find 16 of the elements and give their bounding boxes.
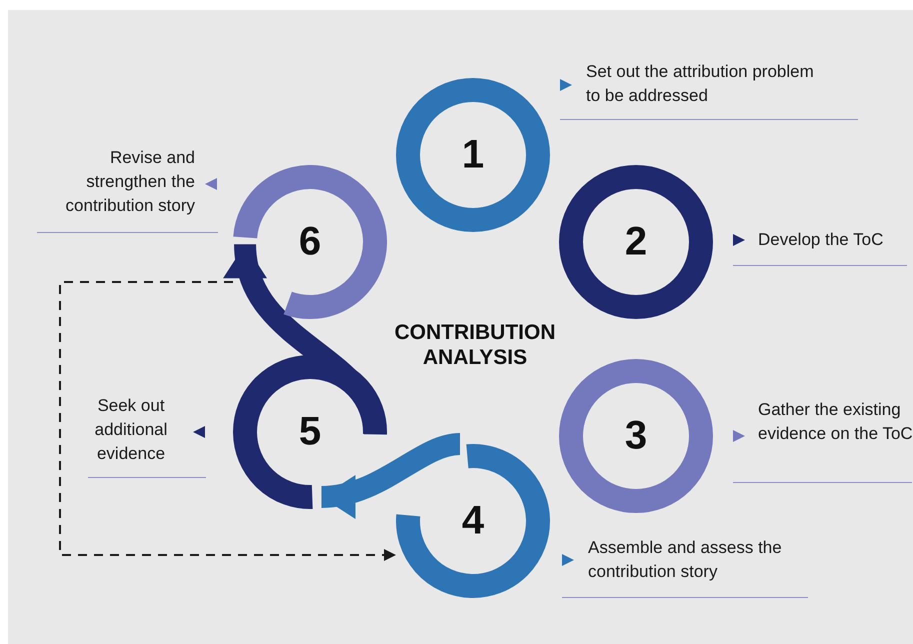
step-ring: [396, 78, 550, 232]
step-ring: [396, 444, 550, 598]
step-number: 2: [624, 220, 648, 264]
step-description: Set out the attribution problem to be addressed: [586, 61, 815, 107]
curved-arrow: [320, 433, 462, 517]
step-description: Seek out additional evidence: [94, 395, 168, 465]
diagram-title: CONTRIBUTION ANALYSIS: [394, 320, 556, 370]
step-number: 4: [462, 498, 484, 544]
step-description: Develop the ToC: [758, 229, 884, 251]
step-number: 1: [462, 132, 484, 178]
step-ring: [559, 359, 713, 513]
step-description: Assemble and assess the contribution story: [588, 537, 783, 583]
step-description: Revise and strengthen the contribution story: [64, 147, 195, 217]
step-number: 3: [624, 414, 648, 458]
step-description: Gather the existing evidence on the ToC: [758, 399, 913, 445]
step-ring: [559, 165, 713, 319]
